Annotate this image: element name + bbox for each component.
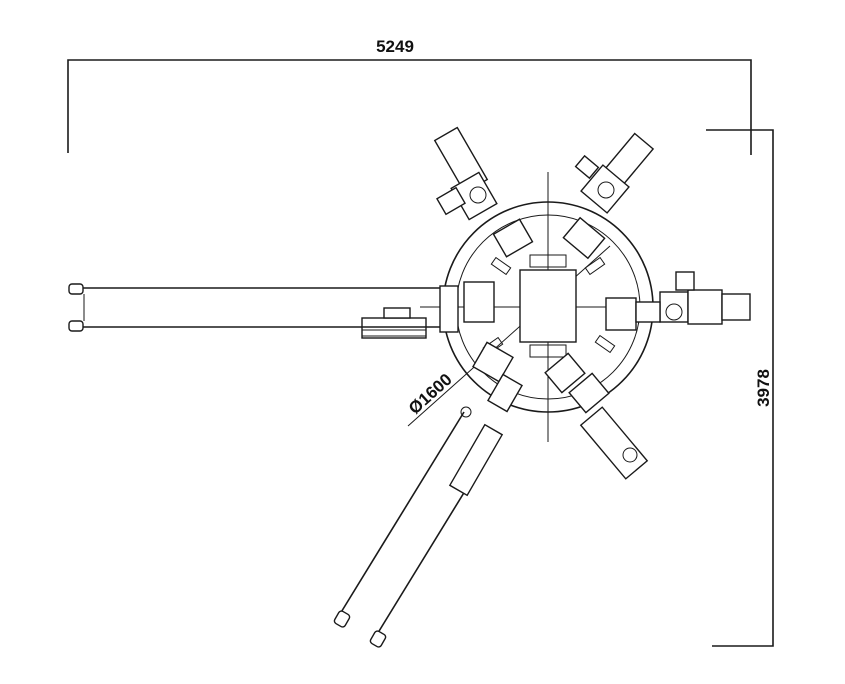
diameter-dimension-label: Ø1600: [405, 370, 456, 418]
left-conveyor: [68, 283, 440, 332]
diameter-dimension: Ø1600: [405, 370, 456, 418]
station-bottom-left: [472, 341, 523, 413]
station-left: [361, 281, 495, 339]
diagonal-conveyor: [333, 406, 504, 648]
station-right: [605, 271, 751, 331]
height-dimension-label: 3978: [754, 369, 773, 407]
width-dimension-label: 5249: [376, 37, 414, 56]
station-bottom-right: [544, 352, 649, 480]
station-top-left: [433, 126, 534, 258]
height-dimension: 3978: [706, 129, 774, 647]
width-dimension: 5249: [67, 37, 752, 155]
station-top-right: [562, 132, 655, 260]
